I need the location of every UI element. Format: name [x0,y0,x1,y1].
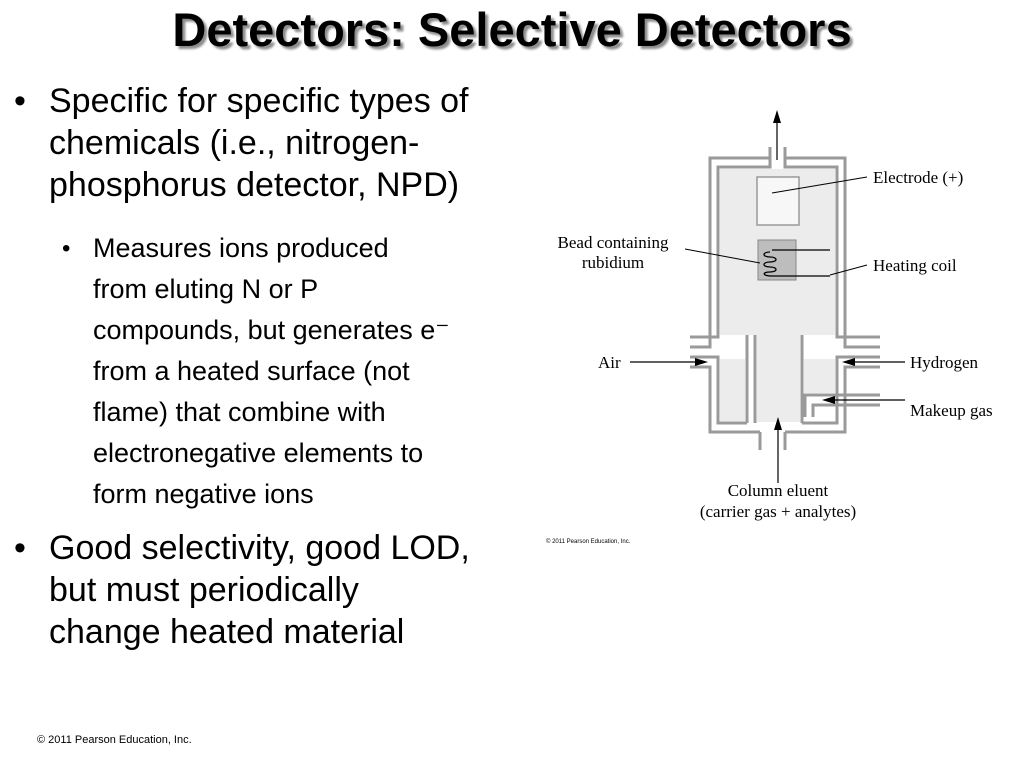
footer-copyright: © 2011 Pearson Education, Inc. [37,734,192,746]
sub-bullet-line: from eluting N or P [93,274,319,304]
npd-detector-diagram: Electrode (+) Bead containing rubidium H… [546,110,993,545]
housing-inner-right-lower [802,355,880,425]
chamber-fill-lower-left [720,359,745,421]
hydrogen-arrowhead-icon [842,358,855,366]
outlet-arrowhead-icon [773,110,781,123]
sub-bullet-line: compounds, but generates e⁻ [93,315,450,345]
sub-bullet: Measures ions produced from eluting N or… [93,228,543,515]
makeup-tube-lower [811,403,880,417]
bullet-2: Good selectivity, good LOD, but must per… [49,527,549,653]
air-label: Air [598,353,621,372]
housing-inner-left [690,147,772,339]
bead-label: rubidium [582,253,644,272]
bullet-marker: • [14,82,26,120]
housing-left-lower [690,365,760,434]
electrode-plate [756,176,800,226]
air-arrowhead-icon [695,358,708,366]
column-fill [757,302,800,422]
bullet-2-line: Good selectivity, good LOD, [49,529,470,567]
sub-bullet-marker: • [62,235,71,262]
heating-coil-leader [829,264,868,276]
bullet-2-line: but must periodically [49,571,359,609]
makeup-gas-label: Makeup gas [910,401,993,420]
bead-leader [684,248,761,264]
column-eluent-label: Column eluent [728,481,829,500]
column-eluent-label: (carrier gas + analytes) [700,502,856,521]
sub-bullet-line: flame) that combine with [93,397,386,427]
makeup-gas-arrowhead-icon [822,396,835,404]
heating-coil-icon [763,249,830,277]
sub-bullet-line: form negative ions [93,479,314,509]
bead-label: Bead containing [558,233,669,252]
bullet-1-line: phosphorus detector, NPD) [49,166,460,204]
housing-inner-right [783,147,880,339]
electrode-leader [771,176,868,194]
bullet-1: Specific for specific types of chemicals… [49,80,549,206]
column-arrowhead-icon [774,417,782,430]
heating-coil-label: Heating coil [873,256,957,275]
sub-bullet-line: Measures ions produced [93,233,389,263]
electrode-label: Electrode (+) [873,168,963,187]
sub-bullet-line: from a heated surface (not [93,356,410,386]
bullet-1-line: Specific for specific types of [49,82,469,120]
bullet-marker: • [14,529,26,567]
slide-title: Detectors: Selective Detectors [172,3,852,56]
makeup-tube-upper [803,393,880,417]
bullet-list: • Specific for specific types of chemica… [14,80,549,653]
housing-inner-left-lower [690,355,747,425]
chamber-fill-lower-right [804,359,835,393]
diagram-copyright: © 2011 Pearson Education, Inc. [546,538,631,545]
sub-bullet-line: electronegative elements to [93,438,424,468]
bullet-1-line: chemicals (i.e., nitrogen- [49,124,420,162]
bullet-2-line: change heated material [49,613,405,651]
rubidium-bead [757,239,797,281]
column-outlet [758,432,787,450]
hydrogen-label: Hydrogen [910,353,978,372]
